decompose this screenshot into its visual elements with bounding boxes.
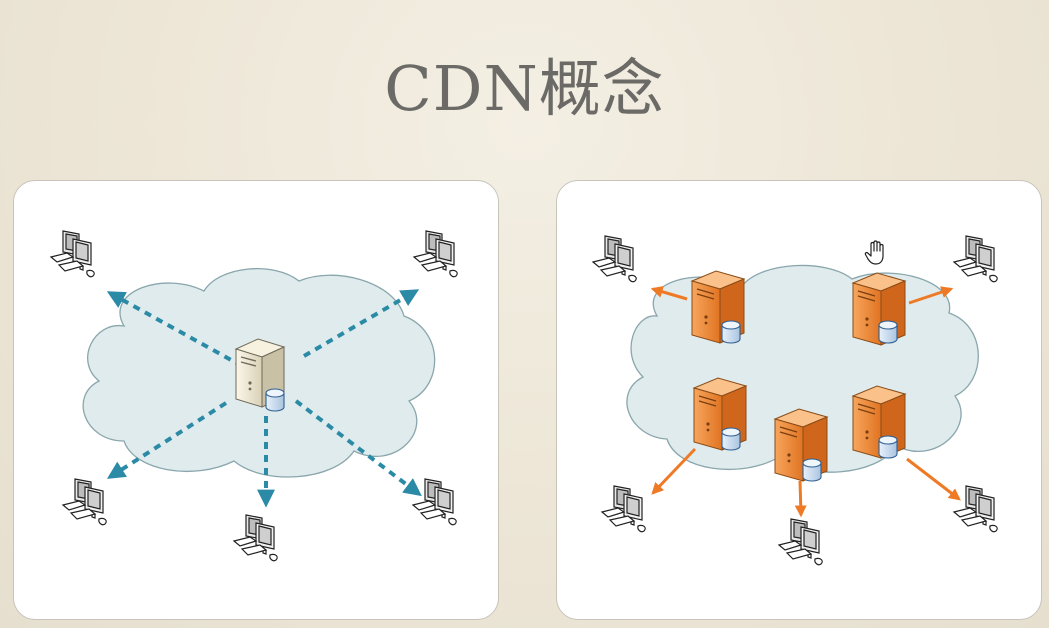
slide-title: CDN概念 — [384, 52, 665, 125]
arrow-to-node-bottom-left — [106, 401, 228, 479]
central-server-icon — [235, 338, 285, 412]
client-node-bottom-right-icon — [412, 478, 457, 526]
arrow-edge-to-top-left — [650, 285, 688, 301]
cdn-distributed-diagram — [556, 180, 1042, 620]
client-node-bottom-left-icon — [62, 478, 107, 526]
client-node-top-right-icon — [953, 235, 998, 283]
edge-server-middle-right-icon — [852, 385, 906, 459]
client-node-bottom-right-icon — [953, 485, 998, 533]
client-node-top-left-icon — [592, 235, 637, 283]
edge-server-bottom-center-icon — [774, 408, 828, 482]
arrow-to-node-top-right — [302, 289, 420, 358]
edge-server-top-right-icon — [852, 272, 906, 346]
client-node-bottom-center-icon — [778, 518, 823, 566]
client-node-top-left-icon — [50, 230, 95, 278]
arrow-edge-to-top-right — [908, 286, 954, 305]
edge-server-middle-left-icon — [693, 377, 747, 451]
arrow-edge-to-bottom-left — [651, 447, 697, 495]
client-node-bottom-center-icon — [233, 514, 278, 562]
edge-server-top-left-icon — [691, 270, 745, 344]
client-node-top-right-icon — [413, 230, 458, 278]
centralized-server-diagram — [13, 180, 499, 620]
client-node-bottom-left-icon — [601, 485, 646, 533]
arrow-edge-to-bottom-center — [794, 480, 807, 518]
arrow-edge-to-bottom-right — [906, 457, 961, 501]
hand-cursor-icon — [864, 240, 884, 265]
